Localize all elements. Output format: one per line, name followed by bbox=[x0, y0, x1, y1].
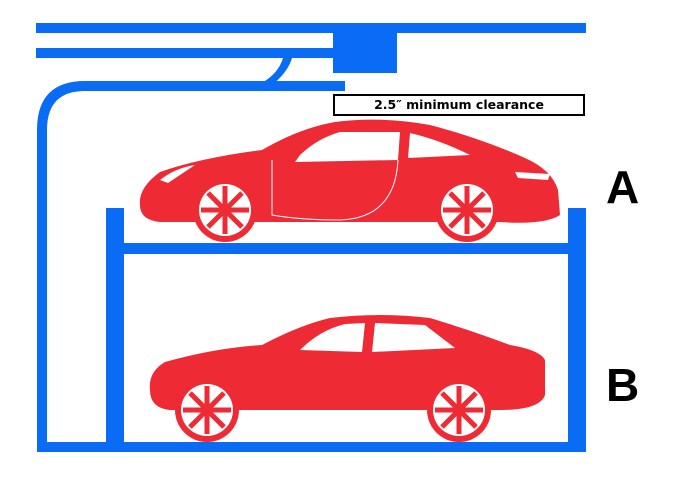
car-b-sedan bbox=[149, 315, 545, 442]
right-post bbox=[568, 208, 586, 444]
level-a-label: A bbox=[606, 161, 640, 213]
lift-structure bbox=[36, 23, 586, 452]
level-b-label: B bbox=[606, 359, 640, 411]
wheel bbox=[435, 178, 499, 242]
wheel bbox=[427, 378, 491, 442]
wheel bbox=[175, 378, 239, 442]
car-a-coupe bbox=[139, 119, 561, 242]
clearance-label: 2.5″ minimum clearance bbox=[333, 94, 585, 116]
upper-platform bbox=[106, 243, 586, 254]
wheel bbox=[193, 178, 257, 242]
top-rail bbox=[36, 23, 586, 33]
second-rail bbox=[36, 48, 336, 58]
hose-curve bbox=[258, 58, 292, 85]
motor-block bbox=[333, 28, 397, 73]
left-post bbox=[106, 208, 124, 444]
